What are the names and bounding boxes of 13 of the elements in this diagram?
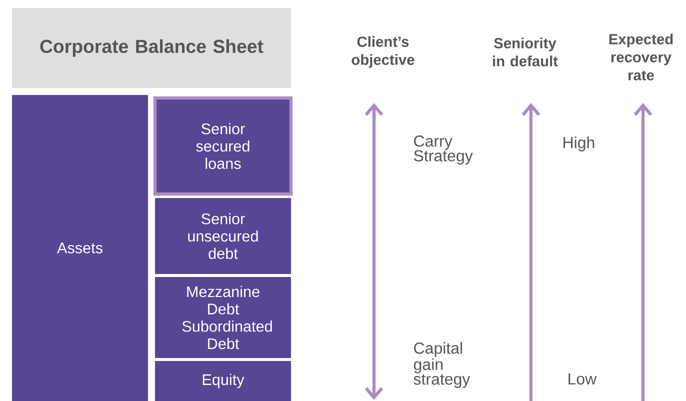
side-label: Carry Strategy — [414, 135, 473, 165]
title-box: Corporate Balance Sheet — [12, 8, 291, 88]
column-heading: Seniority in default — [493, 38, 558, 66]
side-label: High — [564, 136, 594, 152]
column-heading: Expected recovery rate — [609, 34, 673, 80]
balance-sheet-block: Assets — [12, 95, 148, 401]
side-label: Low — [568, 373, 597, 385]
balance-sheet-block: Senior unsecured debt — [155, 198, 291, 274]
side-label: Capital gain strategy — [414, 342, 470, 388]
balance-sheet-block: Equity — [155, 361, 291, 401]
balance-sheet-block: Mezzanine Debt Subordinated Debt — [155, 277, 291, 358]
highlighted-block: Senior secured loans — [153, 96, 293, 196]
column-heading: Client’s objective — [352, 36, 414, 68]
